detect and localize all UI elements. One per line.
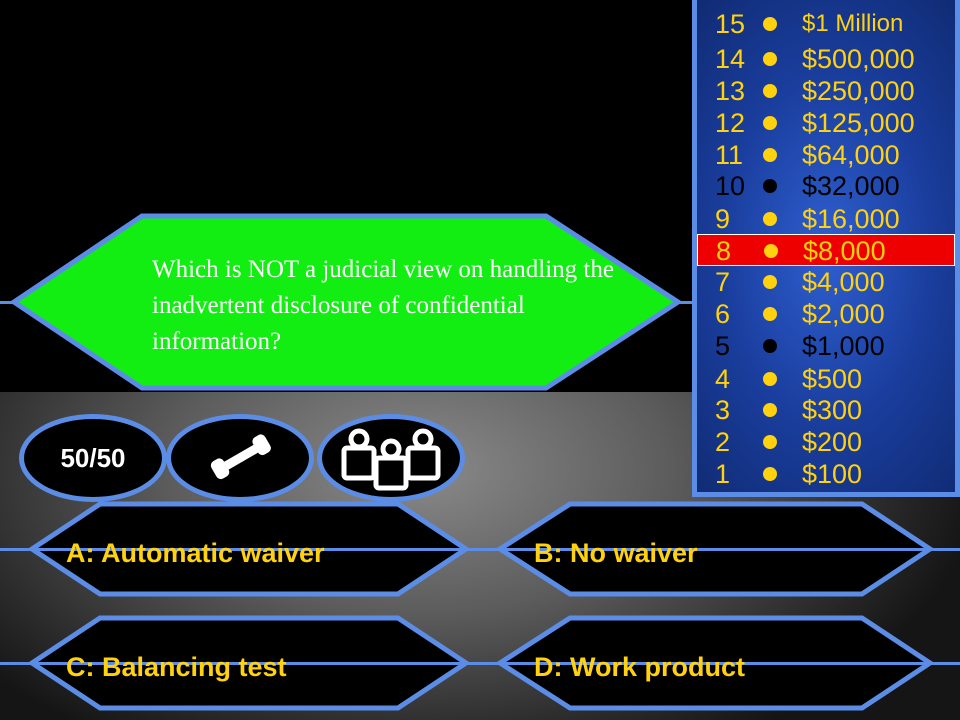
rung-amount: $16,000 [802, 204, 900, 234]
answer-c-label[interactable]: C: Balancing test [66, 652, 287, 682]
rung-amount: $125,000 [802, 108, 915, 138]
phone-icon [210, 434, 271, 480]
question-text: Which is NOT a judicial view on handling… [152, 256, 614, 355]
ladder-rung-2: 2 $200 [697, 426, 955, 458]
rung-number: 15 [715, 9, 746, 39]
ladder-rung-14: 14 $500,000 [697, 43, 955, 75]
rung-amount: $300 [802, 395, 863, 425]
ladder-rung-12: 12 $125,000 [697, 107, 955, 139]
ladder-rung-8-current: 8 $8,000 [697, 234, 955, 266]
rung-dot-icon [763, 403, 777, 417]
rung-number: 13 [715, 76, 746, 106]
rung-dot-icon [763, 17, 777, 31]
rung-number: 3 [715, 395, 731, 425]
ladder-rung-15: 15 $1 Million [697, 8, 955, 40]
rung-number: 11 [715, 140, 744, 170]
ladder-rung-7: 7 $4,000 [697, 266, 955, 298]
answer-d-label[interactable]: D: Work product [534, 652, 745, 682]
rung-amount: $500,000 [802, 44, 915, 74]
ladder-rung-1: 1 $100 [697, 458, 955, 490]
rung-dot-icon [763, 435, 777, 449]
rung-dot-icon [763, 84, 777, 98]
money-ladder: 15 $1 Million 14 $500,000 13 $250,000 12… [692, 0, 960, 497]
rung-number: 5 [715, 331, 731, 361]
rung-amount: $2,000 [802, 299, 885, 329]
rung-dot-icon [763, 116, 777, 130]
ladder-rung-5: 5 $1,000 [697, 330, 955, 362]
rung-amount: $64,000 [802, 140, 900, 170]
rung-dot-icon [763, 339, 777, 353]
rung-number: 8 [716, 236, 732, 266]
rung-dot-icon [763, 372, 777, 386]
answer-b-label[interactable]: B: No waiver [534, 538, 698, 568]
lifeline-fifty-fifty[interactable]: 50/50 [19, 414, 167, 502]
question-hexagon [9, 213, 683, 391]
rung-number: 12 [715, 108, 746, 138]
rung-number: 10 [715, 171, 746, 201]
lifeline-ask-the-audience[interactable] [317, 414, 465, 502]
rung-amount: $250,000 [802, 76, 915, 106]
ladder-rung-6: 6 $2,000 [697, 298, 955, 330]
rung-amount: $8,000 [803, 236, 886, 266]
lifeline-phone-a-friend[interactable] [166, 414, 314, 502]
ladder-rung-3: 3 $300 [697, 394, 955, 426]
rung-dot-icon [763, 179, 777, 193]
question-connector-left [0, 301, 20, 304]
ladder-rung-10: 10 $32,000 [697, 170, 955, 202]
rung-amount: $100 [802, 459, 863, 489]
answer-row-1-connector [0, 548, 960, 551]
ladder-rung-13: 13 $250,000 [697, 75, 955, 107]
rung-amount: $4,000 [802, 267, 885, 297]
rung-amount: $200 [802, 427, 863, 457]
rung-amount: $32,000 [802, 171, 900, 201]
question-connector-right [672, 301, 694, 304]
rung-number: 7 [715, 267, 731, 297]
rung-dot-icon [763, 467, 777, 481]
rung-number: 2 [715, 427, 731, 457]
fifty-fifty-label: 50/50 [60, 443, 126, 473]
answer-row-2-connector [0, 662, 960, 665]
rung-amount: $1,000 [802, 331, 885, 361]
rung-dot-icon [763, 148, 777, 162]
rung-number: 6 [715, 299, 731, 329]
answer-a-label[interactable]: A: Automatic waiver [66, 538, 325, 568]
rung-dot-icon [764, 244, 778, 258]
audience-icon [341, 428, 441, 491]
ladder-rung-4: 4 $500 [697, 363, 955, 395]
ladder-rung-11: 11 $64,000 [697, 139, 955, 171]
rung-number: 4 [715, 364, 731, 394]
rung-number: 14 [715, 44, 746, 74]
rung-dot-icon [763, 307, 777, 321]
rung-dot-icon [763, 212, 777, 226]
ladder-rung-9: 9 $16,000 [697, 203, 955, 235]
rung-amount: $1 Million [802, 10, 904, 37]
rung-number: 9 [715, 204, 731, 234]
rung-amount: $500 [802, 364, 863, 394]
rung-dot-icon [763, 275, 777, 289]
rung-dot-icon [763, 52, 777, 66]
rung-number: 1 [715, 459, 731, 489]
